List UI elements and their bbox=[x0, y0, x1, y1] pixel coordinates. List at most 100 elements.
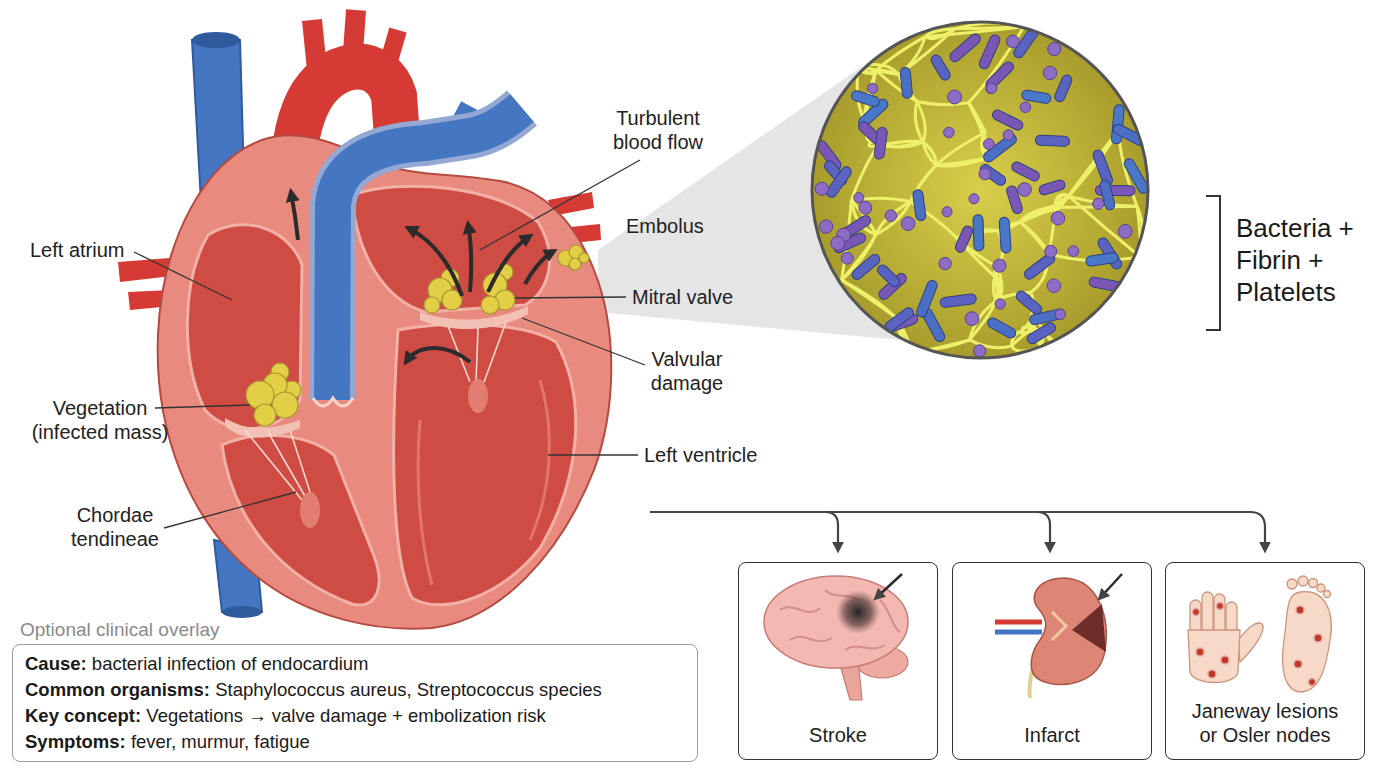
chordae bbox=[245, 322, 506, 528]
hand-foot-illustration bbox=[1217, 603, 1224, 610]
chordae bbox=[468, 379, 488, 413]
field-key: Symptoms: bbox=[25, 731, 126, 752]
pulmonary-veins bbox=[118, 258, 172, 282]
fibrin-strand bbox=[905, 348, 913, 353]
platelet-coccus bbox=[1051, 211, 1065, 225]
zoom-caption: Bacteria + Fibrin + Platelets bbox=[1236, 212, 1364, 308]
heart-chamber bbox=[187, 225, 302, 429]
brain-illustration bbox=[764, 574, 908, 700]
fibrin-strand bbox=[905, 351, 912, 354]
fibrin-strand bbox=[1020, 206, 1055, 221]
platelet-coccus bbox=[1048, 42, 1061, 55]
flow-arrow bbox=[488, 236, 530, 292]
panel-line: Cause: bacterial infection of endocardiu… bbox=[25, 651, 685, 677]
vena-cava bbox=[192, 32, 240, 48]
heart-chamber bbox=[187, 186, 575, 605]
bacterium-rod bbox=[1014, 289, 1044, 316]
heart-chamber bbox=[530, 380, 549, 540]
hand-foot-illustration bbox=[1296, 606, 1304, 614]
platelet-coccus bbox=[819, 220, 832, 233]
bacterium-rod bbox=[948, 32, 982, 64]
platelet-coccus bbox=[867, 83, 877, 93]
zoom-circle bbox=[812, 22, 1148, 358]
chordae bbox=[300, 492, 320, 528]
complication-box: Janeway lesions or Osler nodes bbox=[1165, 562, 1365, 760]
platelet-coccus bbox=[1047, 279, 1061, 293]
hand-foot-illustration bbox=[1196, 648, 1204, 656]
bacterium-rod bbox=[1038, 179, 1066, 196]
panel-line: Common organisms: Staphylococcus aureus,… bbox=[25, 677, 685, 703]
vessel-trunk bbox=[332, 108, 522, 400]
part-label: Turbulent blood flow bbox=[598, 106, 718, 154]
zoom-circle bbox=[812, 22, 1150, 358]
heart-wall bbox=[158, 135, 612, 629]
bacterium-rod bbox=[825, 165, 854, 200]
kidney-illustration bbox=[995, 574, 1122, 698]
hand-foot-illustration bbox=[1238, 623, 1263, 662]
fibrin-strand bbox=[969, 103, 986, 133]
field-key: Common organisms: bbox=[25, 679, 210, 700]
platelet-coccus bbox=[973, 345, 985, 357]
kidney-illustration bbox=[1072, 604, 1106, 652]
vena-cava bbox=[222, 606, 262, 618]
flow-arrow bbox=[468, 224, 471, 292]
platelet-coccus bbox=[831, 236, 845, 250]
leader-line bbox=[522, 318, 645, 365]
branch-arrow bbox=[650, 512, 1265, 550]
flow-arrow bbox=[406, 348, 470, 362]
hand-foot-illustration bbox=[1309, 679, 1316, 686]
platelet-coccus bbox=[1093, 198, 1104, 209]
bacterium-rod bbox=[900, 67, 913, 99]
bacterium-rod bbox=[874, 127, 888, 160]
platelet-coccus bbox=[948, 90, 962, 104]
field-key: Key concept: bbox=[25, 705, 141, 726]
platelet-coccus bbox=[859, 201, 872, 214]
vegetation bbox=[481, 296, 499, 314]
zoom-circle bbox=[812, 22, 1148, 358]
box-caption: Janeway lesions or Osler nodes bbox=[1183, 699, 1348, 747]
platelet-coccus bbox=[944, 127, 955, 138]
platelet-coccus bbox=[942, 207, 952, 217]
leader-line bbox=[155, 405, 250, 408]
bacterium-rod bbox=[1035, 135, 1069, 146]
leader-line bbox=[480, 160, 640, 250]
leader-line bbox=[515, 297, 626, 298]
hand-foot-illustration bbox=[1298, 576, 1308, 586]
fibrin-strand bbox=[1053, 350, 1066, 357]
kidney-illustration bbox=[995, 620, 1042, 625]
platelet-coccus bbox=[983, 139, 994, 150]
platelet-coccus bbox=[1003, 130, 1014, 141]
panel-border: Cause: bacterial infection of endocardiu… bbox=[12, 644, 698, 762]
platelet-coccus bbox=[885, 210, 896, 221]
fibrin-strand bbox=[936, 132, 985, 165]
bacterium-rod bbox=[978, 162, 1007, 187]
platelet-coccus bbox=[995, 299, 1005, 309]
brain-illustration bbox=[876, 574, 902, 598]
platelet-coccus bbox=[1118, 224, 1132, 238]
platelet-coccus bbox=[854, 193, 864, 203]
field-key: Cause: bbox=[25, 653, 87, 674]
platelet-coccus bbox=[1043, 66, 1056, 79]
part-label: Left atrium bbox=[30, 238, 124, 262]
bacterium-rod bbox=[912, 189, 926, 221]
platelet-coccus bbox=[986, 83, 996, 93]
heart-chamber bbox=[394, 324, 576, 604]
bacterium-rod bbox=[875, 263, 901, 289]
bacterium-rod bbox=[973, 215, 984, 251]
branch-arrow bbox=[650, 512, 1265, 550]
platelet-coccus bbox=[841, 252, 853, 264]
platelet-coccus bbox=[969, 194, 979, 204]
platelet-coccus bbox=[986, 83, 996, 93]
fibrin-strand bbox=[923, 142, 936, 166]
flow-arrow bbox=[291, 192, 298, 240]
info-panel: Optional clinical overlayCause: bacteria… bbox=[12, 619, 698, 762]
branch-arrow bbox=[825, 512, 838, 550]
bacterium-rod bbox=[915, 279, 938, 319]
valve-leaflet bbox=[225, 306, 528, 438]
panel-heading: Optional clinical overlay bbox=[20, 619, 698, 641]
heart-wall bbox=[158, 135, 612, 629]
platelet-coccus bbox=[815, 182, 828, 195]
hand-foot-illustration bbox=[1317, 584, 1325, 592]
